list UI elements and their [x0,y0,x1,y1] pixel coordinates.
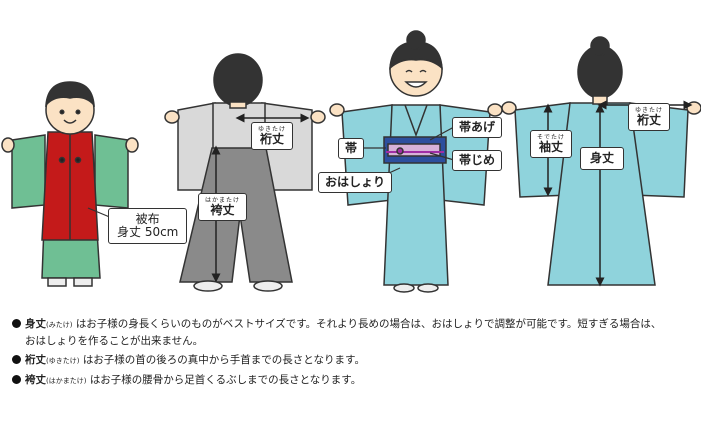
hifu-label-line2: 身丈 50cm [117,225,179,240]
note-term: 身丈 [25,318,46,330]
note-text: はお子様の腰骨から足首くるぶしまでの長さとなります。 [89,374,362,386]
note-hakama-body: 袴丈(はかまたけ) はお子様の腰骨から足首くるぶしまでの長さとなります。 [25,372,361,389]
sode-ruby: そでたけ [537,134,566,141]
hakama-back-figure [164,53,326,292]
child-hifu-figure [1,81,139,287]
note-ruby: (ゆきたけ) [46,357,80,365]
note-ruby: (はかまたけ) [46,377,87,385]
hifu-label: 被布 身丈 50cm [108,208,188,245]
obijime-label: 帯じめ [452,150,503,172]
note-hakama: 袴丈(はかまたけ) はお子様の腰骨から足首くるぶしまでの長さとなります。 [12,372,692,389]
obijime-text: 帯じめ [459,153,496,167]
bullet-icon [12,319,21,328]
obijime-pointer [429,152,455,161]
ohashori-label: おはしょり [318,172,393,194]
yuki-text-1: 裄丈 [260,132,285,146]
note-yuki-body: 裄丈(ゆきたけ) はお子様の首の後ろの真中から手首までの長さとなります。 [25,352,365,369]
obi-text: 帯 [345,141,358,155]
note-yuki: 裄丈(ゆきたけ) はお子様の首の後ろの真中から手首までの長さとなります。 [12,352,692,369]
obiage-label: 帯あげ [452,117,503,139]
yuki-label-1: ゆきたけ 裄丈 [251,122,294,151]
note-term: 裄丈 [25,354,46,366]
note-ruby: (みたけ) [46,321,73,329]
obiage-text: 帯あげ [459,120,496,134]
kimono-size-illustration [1,30,701,293]
obi-label: 帯 [338,138,365,160]
mitake-label: 身丈 [580,147,625,171]
ohashori-text: おはしょり [325,175,386,189]
note-term: 袴丈 [25,374,46,386]
note-text: はお子様の身長くらいのものがベストサイズです。それより長めの場合は、おはしょりで… [75,318,662,330]
yuki-ruby-2: ゆきたけ [635,107,664,114]
hifu-label-line1: 被布 [135,212,160,226]
bullet-icon [12,355,21,364]
sode-label: そでたけ 袖丈 [530,130,573,159]
hakama-label: はかまたけ 袴丈 [198,193,248,222]
bullet-icon [12,375,21,384]
size-notes: 身丈(みたけ) はお子様の身長くらいのものがベストサイズです。それより長めの場合… [12,316,692,389]
hakama-text: 袴丈 [210,203,235,217]
obiage-pointer [429,126,455,141]
sode-text: 袖丈 [539,140,564,154]
yuki-ruby-1: ゆきたけ [258,126,287,133]
hakama-ruby: はかまたけ [205,197,241,204]
note-mitake: 身丈(みたけ) はお子様の身長くらいのものがベストサイズです。それより長めの場合… [12,316,692,349]
yuki-label-2: ゆきたけ 裄丈 [628,103,671,132]
note-text-2: おはしょりを作ることが出来ません。 [25,335,204,347]
mitake-text: 身丈 [590,151,615,165]
note-text: はお子様の首の後ろの真中から手首までの長さとなります。 [82,354,365,366]
note-mitake-body: 身丈(みたけ) はお子様の身長くらいのものがベストサイズです。それより長めの場合… [25,316,661,349]
yuki-text-2: 裄丈 [637,113,662,127]
